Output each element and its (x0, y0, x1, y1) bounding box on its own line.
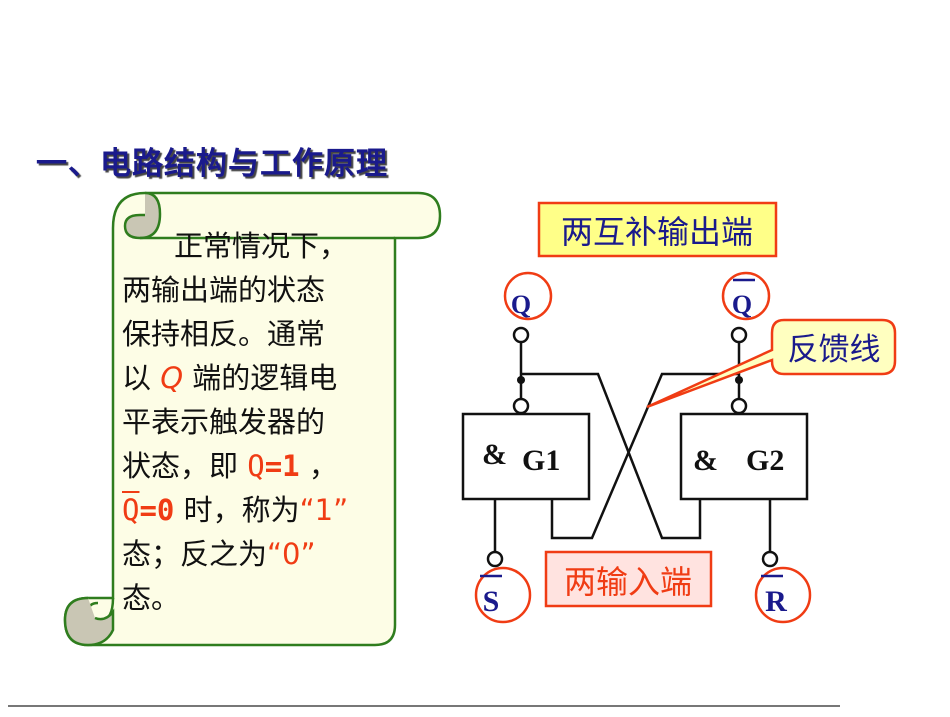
r-input-label: R (765, 585, 787, 618)
text-line: 状态，即 Q=1 ， (122, 444, 412, 488)
text-line: 两输出端的状态 (122, 268, 412, 312)
s-highlight-circle (474, 566, 532, 624)
feedback-wire-1 (521, 372, 702, 540)
qbar-output-label: Q (732, 290, 752, 319)
q-symbol: Q (247, 449, 265, 483)
inputs-label: 两输入端 (564, 563, 692, 601)
q-highlight-circle (503, 271, 553, 321)
s-input-label: S (483, 585, 500, 618)
q-symbol: Q (160, 361, 184, 395)
text-span: 状态，即 (122, 449, 239, 483)
text-span: 正常情况下， (174, 229, 349, 263)
state-one: “1” (299, 493, 349, 527)
qbar-highlight-circle (721, 271, 771, 321)
qbar-value: =0 (139, 493, 175, 527)
text-span: 时，称为 (183, 493, 300, 527)
text-span: 两输出端的状态 (122, 273, 326, 307)
q-value: =1 (264, 449, 300, 483)
qbar-symbol: Q (122, 493, 140, 527)
q-output-label: Q (511, 290, 531, 319)
state-zero: “0” (267, 537, 316, 571)
text-line: 正常情况下， (122, 224, 412, 268)
scroll-text: 正常情况下， 两输出端的状态 保持相反。通常 以 Q 端的逻辑电 平表示触发器的… (122, 224, 412, 620)
feedback-wire-2 (550, 372, 739, 540)
junction-dot (517, 376, 525, 384)
gate-name: G2 (746, 444, 784, 477)
pin-circles (486, 326, 779, 568)
text-line: 保持相反。通常 (122, 312, 412, 356)
feedback-label: 反馈线 (788, 332, 881, 368)
and-symbol: & (693, 444, 718, 477)
feedback-callout: 反馈线 (646, 318, 897, 409)
outputs-label-box: 两互补输出端 (537, 201, 778, 258)
text-span: ， (308, 449, 338, 483)
footer-divider (8, 705, 840, 707)
text-span: 态；反之为 (122, 537, 268, 571)
text-span: 态。 (122, 581, 181, 615)
text-line: 以 Q 端的逻辑电 (122, 356, 412, 400)
text-line: Q=0 时，称为“1” (122, 488, 412, 532)
text-line: 态；反之为“0” (122, 532, 412, 576)
gate-g2: & G2 (679, 412, 809, 501)
outputs-label: 两互补输出端 (561, 213, 753, 251)
slide-title: 一、电路结构与工作原理 (36, 146, 388, 182)
junction-dot (735, 376, 743, 384)
inputs-label-box: 两输入端 (544, 550, 713, 608)
r-highlight-circle (754, 566, 812, 624)
text-span: 平表示触发器的 (122, 405, 326, 439)
text-line: 态。 (122, 576, 412, 620)
gate-name: G1 (522, 444, 560, 477)
text-line: 平表示触发器的 (122, 400, 412, 444)
text-span: 保持相反。通常 (122, 317, 326, 351)
and-symbol: & (482, 438, 507, 471)
text-span: 端的逻辑电 (192, 361, 338, 395)
gate-g1: & G1 (461, 412, 591, 501)
text-span: 以 (122, 361, 152, 395)
